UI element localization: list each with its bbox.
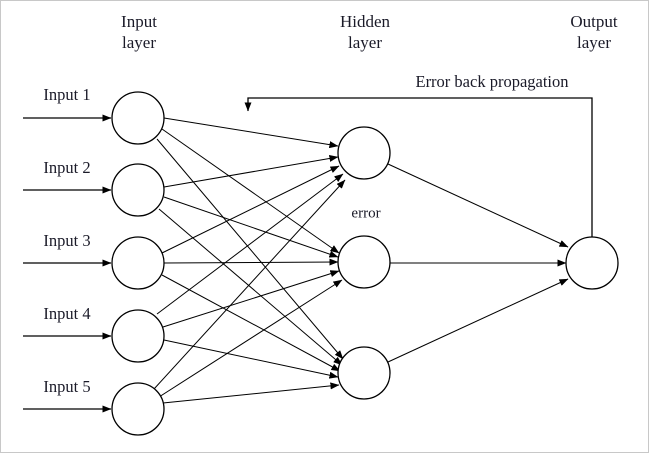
- conn-i1-h1: [163, 117, 339, 149]
- output-node-1: [565, 236, 619, 290]
- conn-i3-h2: [163, 258, 339, 266]
- output-layer-title-line2: layer: [577, 33, 611, 52]
- hidden-layer-title-line2: layer: [348, 33, 382, 52]
- input-label-3: Input 3: [43, 231, 91, 250]
- input-layer-title: Input layer: [121, 11, 157, 53]
- error-label: error: [351, 205, 381, 222]
- input-node-5: [111, 382, 165, 436]
- conn-i4-h1: [156, 173, 344, 315]
- backprop-polyline: [244, 97, 593, 237]
- input-label-2: Input 2: [43, 158, 91, 177]
- hidden-node-3: [337, 346, 391, 400]
- hidden-to-output-connections: [387, 163, 569, 363]
- input-label-5: Input 5: [43, 377, 91, 396]
- hidden-node-1: [337, 126, 391, 180]
- conn-i5-h3: [162, 382, 340, 404]
- conn-i5-h1: [153, 179, 346, 390]
- input-label-4: Input 4: [43, 304, 91, 323]
- input-layer-title-line1: Input: [121, 12, 157, 31]
- conn-i1-h3: [156, 138, 344, 360]
- hidden-node-2: [337, 235, 391, 289]
- conn-i1-h2: [161, 128, 340, 254]
- conn-i4-h3: [163, 339, 339, 379]
- hidden-layer-nodes: [337, 126, 391, 400]
- input-node-3: [111, 236, 165, 290]
- output-layer-nodes: [565, 236, 619, 290]
- input-feed-arrows: [23, 114, 112, 413]
- output-layer-title-line1: Output: [570, 12, 618, 31]
- error-back-propagation-path: [244, 97, 593, 237]
- conn-i5-h2: [158, 279, 343, 398]
- conn-i2-h3: [158, 208, 343, 366]
- input-layer-title-line2: layer: [122, 33, 156, 52]
- output-layer-title: Output layer: [570, 11, 617, 53]
- conn-h3-o1: [387, 278, 569, 363]
- input-layer-nodes: [111, 91, 165, 436]
- conn-i4-h2: [162, 270, 340, 328]
- conn-i2-h2: [163, 196, 339, 258]
- conn-i2-h1: [163, 155, 339, 188]
- conn-h1-o1: [387, 163, 569, 248]
- input-to-hidden-connections: [153, 117, 346, 404]
- conn-i3-h1: [161, 165, 340, 254]
- input-node-4: [111, 309, 165, 363]
- hidden-layer-title: Hidden layer: [340, 11, 390, 53]
- input-node-2: [111, 163, 165, 217]
- input-node-1: [111, 91, 165, 145]
- error-back-propagation-label: Error back propagation: [415, 72, 569, 91]
- input-label-1: Input 1: [43, 85, 91, 104]
- hidden-layer-title-line1: Hidden: [339, 12, 391, 31]
- conn-i3-h3: [161, 274, 341, 372]
